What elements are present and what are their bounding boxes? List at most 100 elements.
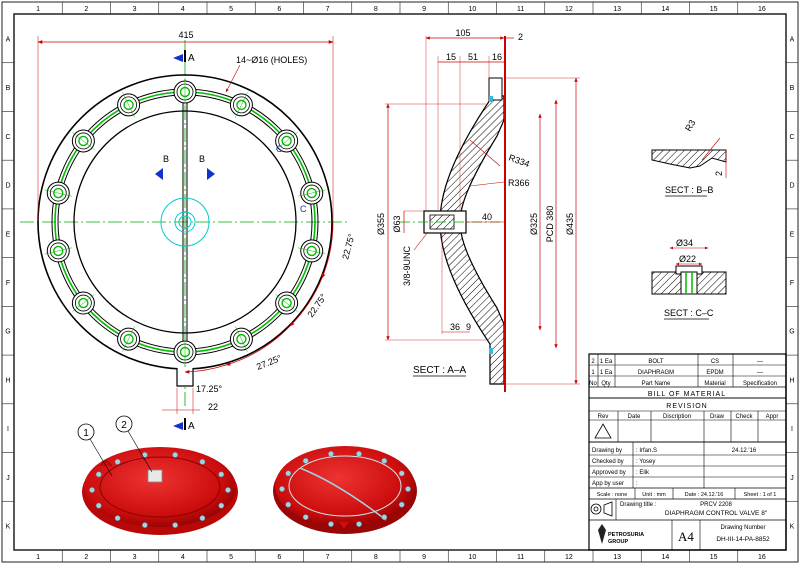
zone-col-label-top: 2 xyxy=(84,6,88,13)
sheet: Sheet : 1 of 1 xyxy=(744,492,777,498)
iso2-dome xyxy=(275,446,415,526)
section-b-arrow-right xyxy=(207,168,215,180)
cc-hole xyxy=(681,272,697,294)
zone-row-label-left: C xyxy=(5,134,10,141)
zone-col-label-bottom: 5 xyxy=(229,554,233,561)
zone-col-label-bottom: 9 xyxy=(422,554,426,561)
bom-row1-no: 2 xyxy=(591,359,595,365)
zone-col-label-bottom: 7 xyxy=(326,554,330,561)
zone-col-label-top: 9 xyxy=(422,6,426,13)
section-a-label-bottom: A xyxy=(188,421,195,432)
bom-row2-no: 1 xyxy=(591,370,595,376)
zone-col-label-top: 5 xyxy=(229,6,233,13)
zone-row-label-left: D xyxy=(5,183,10,190)
zone-col-label-bottom: 4 xyxy=(181,554,185,561)
zone-row-label-left: B xyxy=(6,85,11,92)
angle-1: 22.75° xyxy=(340,232,357,260)
iso-bolt-hole xyxy=(303,515,308,520)
bb-dim-2: 2 xyxy=(714,171,724,176)
zone-row-label-left: A xyxy=(6,36,11,43)
paper-size: A4 xyxy=(678,529,694,544)
iso-bolt-hole xyxy=(405,486,410,491)
zone-row-label-right: J xyxy=(790,475,794,482)
company-name-1: PETROSURIA xyxy=(608,532,644,538)
section-b-label-left: B xyxy=(163,154,169,164)
section-bb-title: SECT : B–B xyxy=(665,185,713,195)
bom-row1-qty: 1 Ea xyxy=(600,359,613,365)
cc-d22: Ø22 xyxy=(679,254,696,264)
dim-105: 105 xyxy=(455,28,470,38)
rev-header-draw: Draw xyxy=(710,414,725,420)
iso-bolt-hole xyxy=(303,458,308,463)
iso-bolt-hole xyxy=(328,451,333,456)
zone-col-label-top: 6 xyxy=(277,6,281,13)
dim-40: 40 xyxy=(482,212,492,222)
thread-leader xyxy=(414,232,428,250)
rev-header-rev: Rev xyxy=(598,414,609,420)
iso-bolt-hole xyxy=(219,472,224,477)
iso-bolt-hole xyxy=(382,458,387,463)
iso-bolt-hole xyxy=(115,459,120,464)
iso-bolt-hole xyxy=(89,487,94,492)
zone-col-label-top: 15 xyxy=(710,6,718,13)
isometric-view-front: 1 2 xyxy=(78,416,238,535)
zone-col-label-top: 3 xyxy=(133,6,137,13)
isometric-view-back xyxy=(273,446,417,534)
section-aa-title: SECT : A–A xyxy=(413,365,467,376)
bom-title: BILL OF MATERIAL xyxy=(648,391,726,398)
r366: R366 xyxy=(508,178,530,188)
thread-callout: 3/8-9UNC xyxy=(402,245,412,286)
section-b-b-detail: R3 2 SECT : B–B xyxy=(652,118,726,196)
approved-by-label: Approved by xyxy=(592,470,626,476)
projection-symbol-icon xyxy=(591,504,601,514)
bom-header-qty: Qty xyxy=(601,381,610,387)
zone-col-label-bottom: 6 xyxy=(277,554,281,561)
iso1-dome xyxy=(84,447,236,527)
zone-row-label-left: F xyxy=(6,280,10,287)
iso-bolt-hole xyxy=(279,486,284,491)
zone-col-label-bottom: 1 xyxy=(36,554,40,561)
section-c-c-detail: Ø34 Ø22 SECT : C–C xyxy=(652,238,726,319)
dim-51: 51 xyxy=(468,52,478,62)
zone-col-label-bottom: 16 xyxy=(758,554,766,561)
iso-bolt-hole xyxy=(115,516,120,521)
drawing-title-code: PRCV 2208 xyxy=(700,502,732,508)
iso-bolt-hole xyxy=(286,471,291,476)
iso-bolt-hole xyxy=(142,522,147,527)
bom-header-material: Material xyxy=(704,381,725,387)
company-logo-icon xyxy=(598,524,606,544)
title-block: 2 1 Ea BOLT CS — 1 1 Ea DIAPHRAGM EPDM —… xyxy=(589,354,786,550)
approved-by-value: : Elik xyxy=(636,470,650,476)
rev-header-check: Check xyxy=(735,414,753,420)
zone-row-label-left: G xyxy=(5,329,10,336)
zone-col-label-top: 10 xyxy=(468,6,476,13)
iso-bolt-hole xyxy=(96,472,101,477)
bb-hatch-profile xyxy=(652,150,726,168)
zone-row-label-right: C xyxy=(789,134,794,141)
drawing-title-label: Drawing title : xyxy=(620,502,657,508)
drawing-number-label: Drawing Number xyxy=(720,525,765,531)
zone-row-label-right: B xyxy=(790,85,795,92)
angle-3: 27.25° xyxy=(255,353,283,372)
section-a-arrow-top xyxy=(173,54,183,62)
section-a-arrow-bottom xyxy=(173,422,183,430)
iso-bolt-hole xyxy=(382,515,387,520)
zone-row-label-left: H xyxy=(5,377,10,384)
dim-22: 22 xyxy=(208,402,218,412)
dim-16: 16 xyxy=(492,52,502,62)
section-cc-title: SECT : C–C xyxy=(664,308,714,318)
section-a-a-view: 105 2 15 51 16 R334 R366 Ø355 Ø63 40 Ø32… xyxy=(376,28,580,392)
zone-row-label-right: F xyxy=(790,280,794,287)
checked-by-value: : Yosey xyxy=(636,459,655,465)
diaphragm-section-profile xyxy=(440,96,504,384)
zone-row-label-right: H xyxy=(789,377,794,384)
bom-header-no: No xyxy=(589,381,597,387)
app-by-user-label: App by user xyxy=(592,481,624,487)
r366-leader xyxy=(470,182,504,186)
r334: R334 xyxy=(507,152,531,169)
iso-bolt-hole xyxy=(399,502,404,507)
zone-row-label-left: I xyxy=(7,426,9,433)
company-name-2: GROUP xyxy=(608,539,629,545)
dim-415: 415 xyxy=(178,30,193,40)
